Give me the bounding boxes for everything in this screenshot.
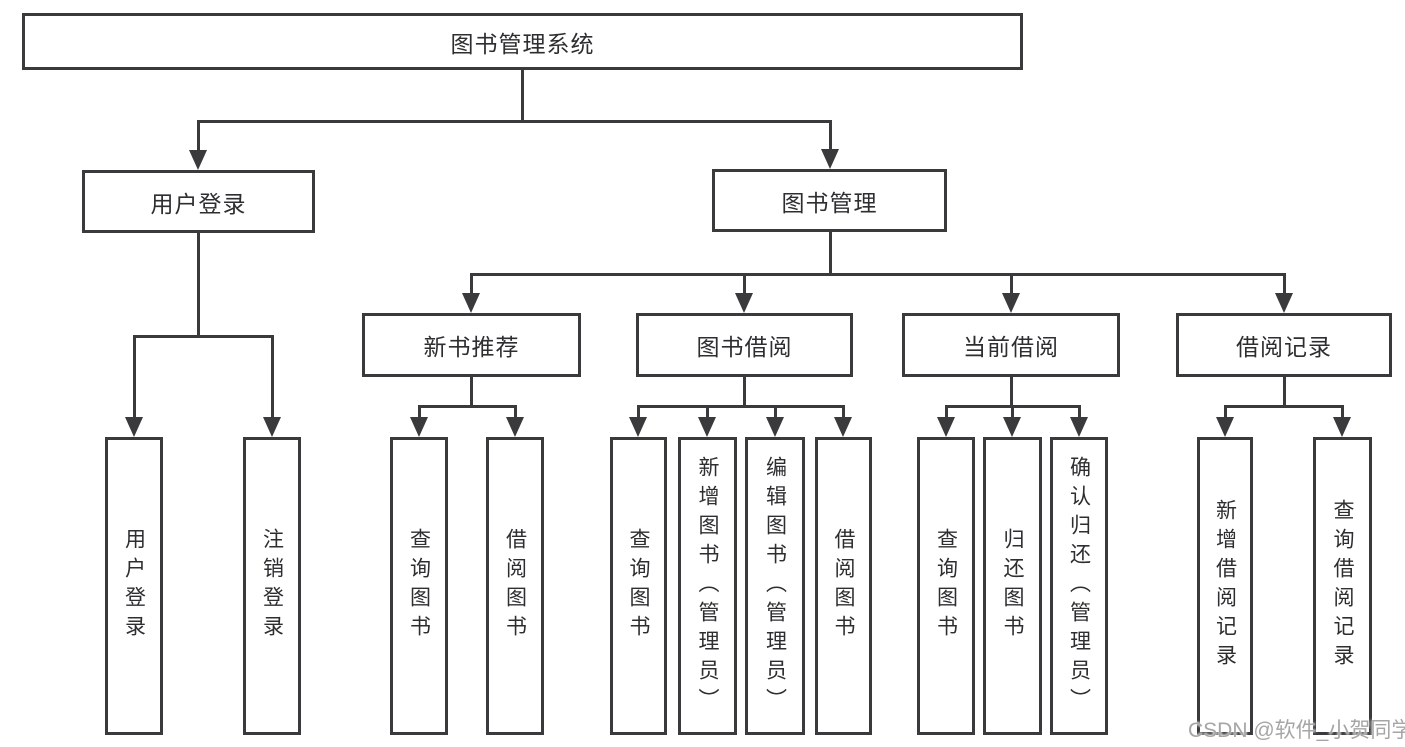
node-book-management: 图书管理 xyxy=(712,169,947,232)
leaf-add-books-admin: 新增图书（管理员） xyxy=(678,437,737,735)
leaf-edit-books-admin: 编辑图书（管理员） xyxy=(745,437,805,735)
leaf-query-books-recommend: 查询图书 xyxy=(390,437,448,735)
arrow-down-icon xyxy=(1216,417,1234,437)
arrow-down-icon xyxy=(735,293,753,313)
connector-vline xyxy=(1011,405,1014,420)
connector-vline xyxy=(197,233,200,336)
connector-vline xyxy=(829,120,832,152)
connector-vline xyxy=(774,405,777,420)
connector-vline xyxy=(1010,273,1013,296)
arrow-down-icon xyxy=(834,417,852,437)
arrow-down-icon xyxy=(698,417,716,437)
connector-vline xyxy=(133,335,136,420)
arrow-down-icon xyxy=(1275,293,1293,313)
leaf-add-borrow-record: 新增借阅记录 xyxy=(1197,437,1253,735)
connector-vline xyxy=(197,120,200,153)
arrow-down-icon xyxy=(189,150,207,170)
arrow-down-icon xyxy=(766,417,784,437)
arrow-down-icon xyxy=(1333,417,1351,437)
connector-vline xyxy=(1283,273,1286,296)
connector-vline xyxy=(743,377,746,406)
connector-hline xyxy=(470,273,1285,276)
connector-vline xyxy=(470,273,473,296)
arrow-down-icon xyxy=(263,417,281,437)
leaf-query-borrow-record: 查询借阅记录 xyxy=(1313,437,1372,735)
connector-hline xyxy=(418,405,516,408)
arrow-down-icon xyxy=(125,417,143,437)
connector-vline xyxy=(637,405,640,420)
connector-vline xyxy=(521,70,524,120)
node-current-borrow: 当前借阅 xyxy=(902,313,1120,377)
connector-vline xyxy=(1341,405,1344,420)
leaf-confirm-return-admin: 确认归还（管理员） xyxy=(1050,437,1108,735)
leaf-query-books-current: 查询图书 xyxy=(917,437,975,735)
connector-hline xyxy=(197,120,831,123)
node-book-borrow: 图书借阅 xyxy=(636,313,853,377)
connector-vline xyxy=(706,405,709,420)
arrow-down-icon xyxy=(506,417,524,437)
arrow-down-icon xyxy=(937,417,955,437)
connector-vline xyxy=(418,405,421,420)
watermark: CSDN @软件_小贺同学 xyxy=(1188,719,1405,742)
connector-vline xyxy=(271,335,274,420)
connector-vline xyxy=(743,273,746,296)
node-new-book-recommend: 新书推荐 xyxy=(362,313,581,377)
connector-vline xyxy=(1283,377,1286,406)
connector-vline xyxy=(1224,405,1227,420)
node-borrow-records: 借阅记录 xyxy=(1176,313,1392,377)
leaf-user-login: 用户登录 xyxy=(105,437,163,735)
arrow-down-icon xyxy=(462,293,480,313)
leaf-logout-login: 注销登录 xyxy=(243,437,301,735)
leaf-return-books: 归还图书 xyxy=(983,437,1042,735)
node-user-login: 用户登录 xyxy=(82,170,315,233)
connector-vline xyxy=(945,405,948,420)
connector-hline xyxy=(1224,405,1343,408)
arrow-down-icon xyxy=(821,149,839,169)
connector-vline xyxy=(1078,405,1081,420)
connector-hline xyxy=(133,335,273,338)
connector-vline xyxy=(470,377,473,406)
leaf-borrow-books: 借阅图书 xyxy=(815,437,872,735)
arrow-down-icon xyxy=(1003,417,1021,437)
connector-vline xyxy=(842,405,845,420)
arrow-down-icon xyxy=(1002,293,1020,313)
connector-vline xyxy=(1010,377,1013,406)
connector-vline xyxy=(514,405,517,420)
arrow-down-icon xyxy=(629,417,647,437)
leaf-borrow-books-recommend: 借阅图书 xyxy=(486,437,544,735)
connector-hline xyxy=(637,405,844,408)
arrow-down-icon xyxy=(410,417,428,437)
leaf-query-books-borrow: 查询图书 xyxy=(610,437,667,735)
node-root: 图书管理系统 xyxy=(22,13,1023,70)
connector-vline xyxy=(829,232,832,274)
arrow-down-icon xyxy=(1070,417,1088,437)
